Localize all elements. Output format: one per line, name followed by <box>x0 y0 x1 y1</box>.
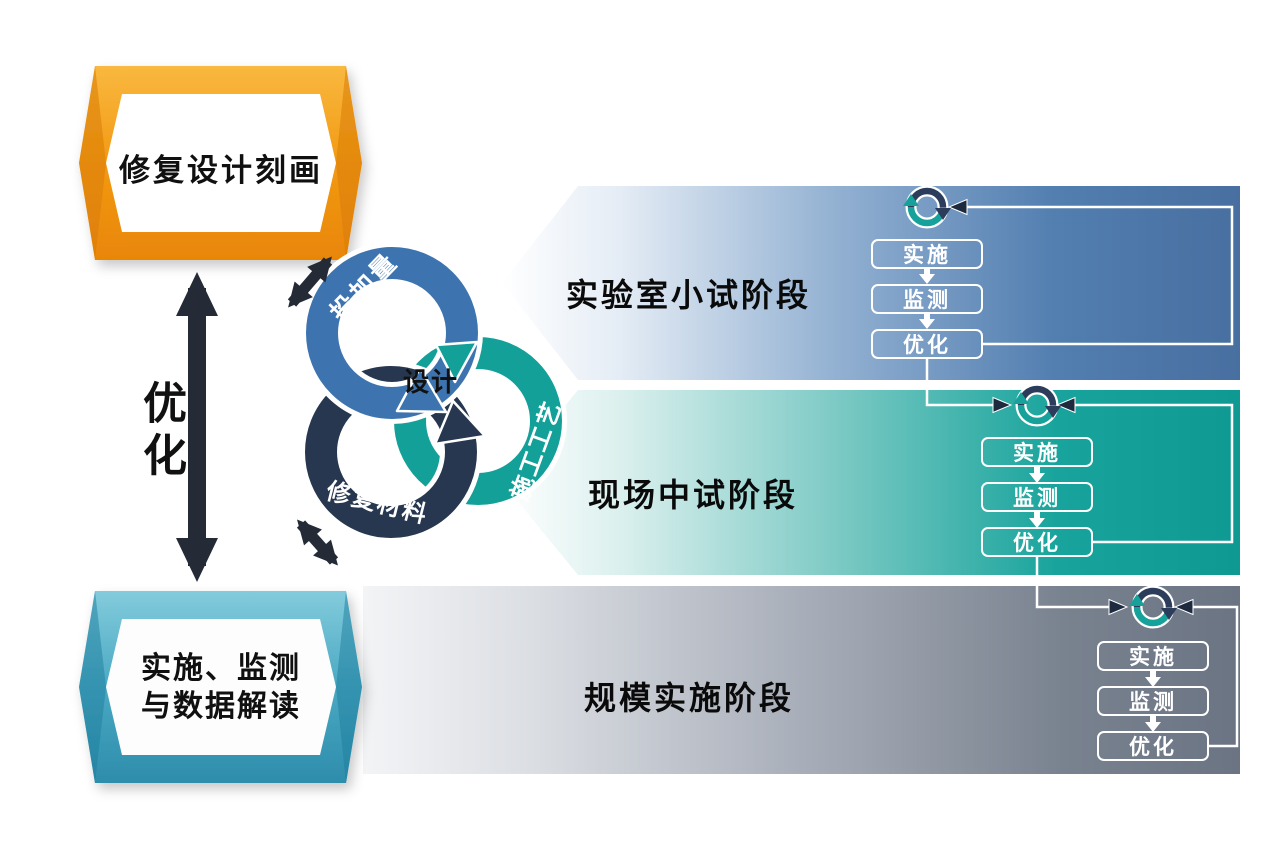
stage-connectors <box>925 198 1239 748</box>
bottom-banner-label-line2: 与数据解读 <box>141 690 301 723</box>
top-banner-label: 修复设计刻画 <box>119 153 323 188</box>
step-box-monitor-lab: 监测 <box>871 284 983 314</box>
feedback-line-lab <box>947 198 1234 346</box>
banner-shade <box>336 66 362 260</box>
optimize-arrow-label: 优化 <box>136 380 185 484</box>
bottom-banner-label-line1: 实施、监测 <box>141 652 301 685</box>
link-arrow-bottom <box>296 519 339 566</box>
stage-band-scale <box>363 586 1240 774</box>
top-banner <box>79 66 362 260</box>
bottom-banner-label: 实施、监测 与数据解读 <box>106 650 336 726</box>
process-ring-arrowhead <box>434 340 479 384</box>
feedback-line-scale <box>1173 598 1239 748</box>
dosage-ring <box>306 247 478 419</box>
step-box-optimize-scale: 优化 <box>1097 731 1209 761</box>
link-arrow-top <box>287 256 333 308</box>
step-box-implement-scale: 实施 <box>1097 641 1209 671</box>
dosage-ring-arrowhead <box>395 366 448 414</box>
cascade-line-pilot-to-scale <box>1035 557 1129 616</box>
step-box-implement-pilot: 实施 <box>981 437 1093 467</box>
banner-shade <box>336 591 362 783</box>
stage-label-pilot: 现场中试阶段 <box>588 477 799 513</box>
step-box-optimize-lab: 优化 <box>871 329 983 359</box>
material-ring-arrowhead <box>433 399 487 446</box>
step-box-implement-lab: 实施 <box>871 239 983 269</box>
step-box-monitor-pilot: 监测 <box>981 482 1093 512</box>
design-cycle-rings <box>300 242 567 543</box>
banner-shade <box>79 591 106 783</box>
stage-label-scale: 规模实施阶段 <box>584 680 795 716</box>
bottom-banner <box>79 591 362 783</box>
step-box-optimize-pilot: 优化 <box>981 527 1093 557</box>
design-center-label: 设计 <box>402 367 459 397</box>
step-box-monitor-scale: 监测 <box>1097 686 1209 716</box>
banner-shade <box>79 66 106 260</box>
feedback-line-pilot <box>1055 396 1234 544</box>
cascade-line-lab-to-pilot <box>925 359 1013 414</box>
stage-label-lab: 实验室小试阶段 <box>566 277 812 313</box>
stage-band-lab <box>502 186 1240 380</box>
